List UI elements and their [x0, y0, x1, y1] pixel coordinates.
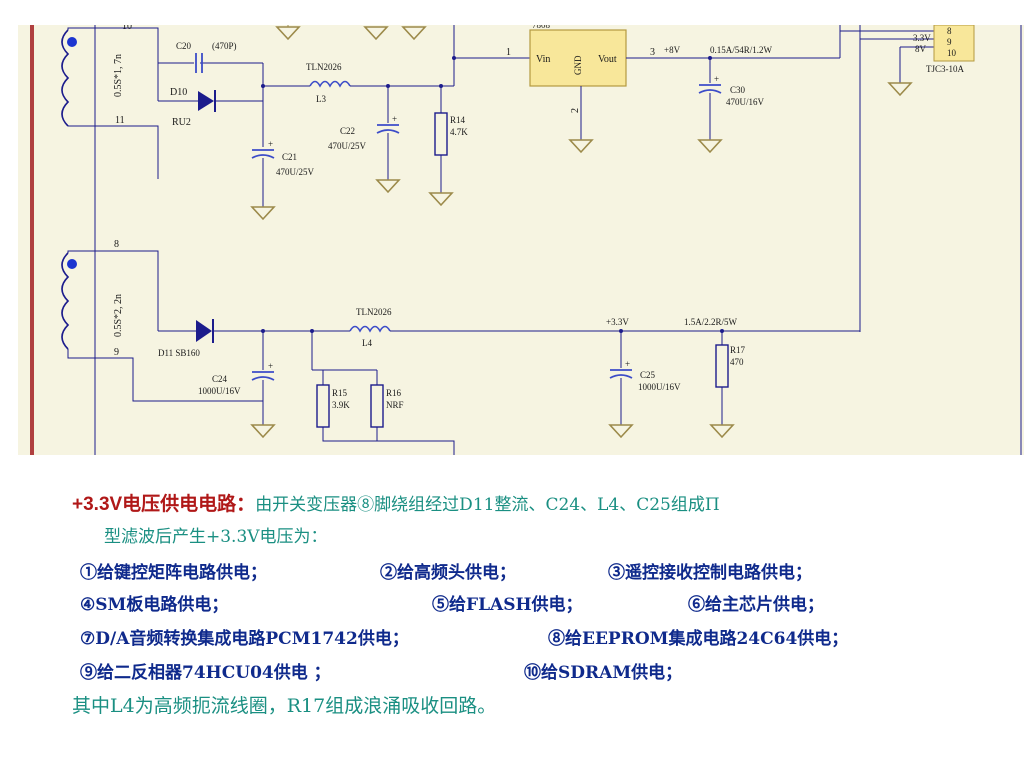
pin-10-label: 10 [122, 25, 132, 32]
connector-tjc3-10a: 5V 3.3V 8V 8 9 10 TJC3-10A [913, 25, 1022, 455]
rail-8v-label: +8V [664, 45, 681, 55]
rail-3v3-spec: 1.5A/2.2R/5W [684, 317, 738, 327]
r14-label: R14 [450, 115, 466, 125]
rail-3v3-label: +3.3V [606, 317, 629, 327]
description-intro: +3.3V电压供电电路：由开关变压器⑧脚绕组经过D11整流、C24、L4、C25… [72, 488, 1012, 521]
list-item: ①给键控矩阵电路供电； [80, 563, 267, 583]
regulator-body [529, 29, 627, 87]
list-item: ⑩给SDRAM供电； [524, 663, 683, 683]
r15-label: R15 [332, 388, 348, 398]
list-item: ⑧给EEPROM集成电路24C64供电； [548, 629, 849, 649]
c21-value: 470U/25V [276, 167, 315, 177]
list-row: ④SM板电路供电； ⑤给FLASH供电； ⑥给主芯片供电； [72, 588, 1012, 622]
c22-value: 470U/25V [328, 141, 367, 151]
d11-label: D11 SB160 [158, 348, 200, 358]
reg-pin-2: 2 [570, 108, 581, 113]
r16-value: NRF [386, 400, 404, 410]
c25-value: 1000U/16V [638, 382, 681, 392]
lower-winding-spec: 0.5S*2, 2n [113, 294, 124, 337]
connector-pin-9: 9 [947, 37, 952, 47]
c20-label: C20 [176, 41, 192, 51]
c22-label: C22 [340, 126, 355, 136]
c30-value: 470U/16V [726, 97, 765, 107]
l4-part: TLN2026 [356, 307, 392, 317]
l4-inductor [349, 325, 391, 333]
list-row: ①给键控矩阵电路供电； ②给高频头供电； ③遥控接收控制电路供电； [72, 554, 1012, 588]
c30-label: C30 [730, 85, 746, 95]
reg-pin-3: 3 [650, 47, 655, 58]
r14-value: 4.7K [450, 127, 468, 137]
r16-label: R16 [386, 388, 402, 398]
connector-pin-10: 10 [947, 48, 957, 58]
lower-winding-dot [67, 259, 77, 269]
connector-row-8v: 8V [915, 44, 927, 54]
list-item: ⑨给二反相器74HCU04供电 ； [80, 663, 331, 683]
svg-text:+: + [268, 139, 273, 149]
list-item: ⑦D/A音频转换集成电路PCM1742供电； [80, 629, 409, 649]
d10-label: D10 [170, 87, 187, 98]
regulator-7808: 7808 Vin Vout GND 1 2 3 +8V 0.15A/54R/1.… [506, 25, 840, 153]
upper-winding-spec: 0.5S*1, 7n [113, 54, 124, 97]
transformer-core-bar [30, 25, 34, 455]
r17-label: R17 [730, 345, 746, 355]
list-item: ③遥控接收控制电路供电； [608, 563, 812, 583]
r15-value: 3.9K [332, 400, 350, 410]
c25-label: C25 [640, 370, 656, 380]
regulator-part: 7808 [532, 25, 551, 30]
r17-value: 470 [730, 357, 744, 367]
circuit-description: +3.3V电压供电电路：由开关变压器⑧脚绕组经过D11整流、C24、L4、C25… [72, 488, 1012, 723]
connector-row-top: 5V [914, 25, 926, 26]
regulator-gnd: GND [573, 55, 583, 75]
connector-name: TJC3-10A [926, 64, 965, 74]
c24-label: C24 [212, 374, 228, 384]
svg-text:+: + [625, 359, 630, 369]
description-intro-line2: 型滤波后产生+3.3V电压为： [104, 527, 328, 547]
list-item: ⑤给FLASH供电； [432, 595, 583, 615]
regulator-vout: Vout [598, 54, 617, 65]
connector-pin-8: 8 [947, 26, 952, 36]
l3-inductor [309, 80, 351, 88]
d10-diode [198, 91, 214, 111]
c24-value: 1000U/16V [198, 386, 241, 396]
lower-winding: 8 9 0.5S*2, 2n [61, 239, 263, 402]
pin-8-label: 8 [114, 239, 119, 250]
upper-winding-dot [67, 37, 77, 47]
description-intro-line1: 由开关变压器⑧脚绕组经过D11整流、C24、L4、C25组成Π [255, 495, 720, 515]
l3-label: L3 [316, 94, 326, 104]
description-conclusion: 其中L4为高频扼流线圈，R17组成浪涌吸收回路。 [72, 695, 497, 717]
rail-8v-spec: 0.15A/54R/1.2W [710, 45, 773, 55]
upper-winding: 10 11 0.5S*1, 7n [61, 25, 159, 179]
pin-9-label: 9 [114, 347, 119, 358]
c21-label: C21 [282, 152, 297, 162]
reg-pin-1: 1 [506, 47, 511, 58]
list-item: ⑥给主芯片供电； [688, 595, 824, 615]
c20-value: (470P) [212, 41, 237, 51]
svg-text:+: + [268, 361, 273, 371]
lower-rail: D11 SB160 + C24 1000U/16V R15 3.9K R16 N… [158, 307, 860, 455]
list-item: ②给高频头供电； [380, 563, 516, 583]
d10-part: RU2 [172, 117, 191, 128]
l3-part: TLN2026 [306, 62, 342, 72]
l4-label: L4 [362, 338, 372, 348]
connector-body [933, 25, 975, 62]
list-row: ⑦D/A音频转换集成电路PCM1742供电； ⑧给EEPROM集成电路24C64… [72, 622, 1012, 656]
list-item: ④SM板电路供电； [80, 595, 229, 615]
schematic-background [18, 25, 1024, 455]
description-heading: +3.3V电压供电电路： [72, 494, 256, 515]
svg-text:+: + [714, 74, 719, 84]
circuit-schematic: 10 11 0.5S*1, 7n 8 9 0.5S*2, 2n C20 (470… [18, 25, 1024, 455]
d11-diode [196, 320, 212, 342]
list-row: ⑨给二反相器74HCU04供电 ； ⑩给SDRAM供电； [72, 656, 1012, 690]
regulator-vin: Vin [536, 54, 550, 65]
connector-row-3v3: 3.3V [913, 33, 931, 43]
upper-rail: C20 (470P) D10 RU2 TLN2026 L3 + C21 470U… [157, 25, 530, 220]
svg-text:+: + [392, 114, 397, 124]
pin-11-label: 11 [115, 115, 125, 126]
